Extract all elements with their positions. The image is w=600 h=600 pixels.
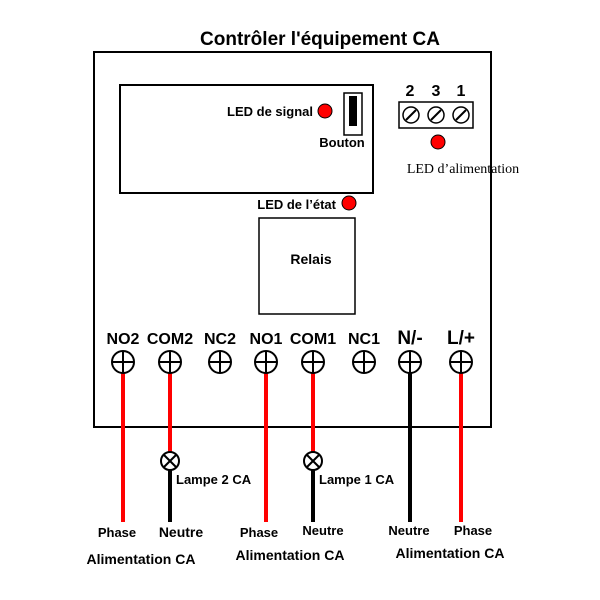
receiver-board — [119, 84, 374, 194]
diagram-title: Contrôler l'équipement CA — [200, 29, 440, 50]
supply-label-left: Alimentation CA — [87, 551, 196, 567]
button-switch-knob — [349, 96, 357, 126]
power-led — [430, 134, 446, 150]
power-terminal-screw — [402, 106, 420, 124]
terminal-screw-neutral — [398, 350, 422, 374]
terminal-screw-nc1 — [352, 350, 376, 374]
power-terminal-block — [398, 101, 474, 129]
wire-label-phase: Phase — [98, 525, 136, 540]
terminal-label-neutral: N/- — [397, 328, 422, 349]
signal-led — [317, 103, 333, 119]
terminal-screw-no1 — [254, 350, 278, 374]
status-led — [341, 195, 357, 211]
supply-label-right: Alimentation CA — [396, 545, 505, 561]
power-terminal-screw — [452, 106, 470, 124]
terminal-screw-live — [449, 350, 473, 374]
terminal-screw-no2 — [111, 350, 135, 374]
terminal-label-nc2: NC2 — [204, 331, 236, 348]
terminal-screw-com2 — [158, 350, 182, 374]
wire-label-neutral: Neutre — [388, 523, 429, 538]
terminal-label-no1: NO1 — [250, 331, 283, 348]
terminal-screw-com1 — [301, 350, 325, 374]
terminal-label-no2: NO2 — [107, 331, 140, 348]
supply-label-middle: Alimentation CA — [236, 547, 345, 563]
terminal-label-live: L/+ — [447, 328, 475, 349]
terminal-label-com2: COM2 — [147, 331, 193, 348]
wire-label-neutral: Neutre — [302, 523, 343, 538]
lamp1-icon — [303, 451, 323, 471]
wire-label-phase: Phase — [454, 523, 492, 538]
status-led-label: LED de l’état — [257, 197, 336, 212]
signal-led-label: LED de signal — [227, 104, 313, 119]
lamp2-label: Lampe 2 CA — [176, 472, 252, 487]
power-terminal-number: 2 — [406, 83, 415, 100]
terminal-screw-nc2 — [208, 350, 232, 374]
lamp2-icon — [160, 451, 180, 471]
controller-enclosure — [93, 51, 492, 428]
terminal-label-com1: COM1 — [290, 331, 336, 348]
relay-label: Relais — [290, 251, 331, 267]
power-terminal-screw — [427, 106, 445, 124]
wire-label-neutral: Neutre — [159, 524, 204, 540]
lamp1-label: Lampe 1 CA — [319, 472, 395, 487]
wire-label-phase: Phase — [240, 525, 278, 540]
power-led-label: LED d’alimentation — [407, 162, 519, 177]
terminal-label-nc1: NC1 — [348, 331, 380, 348]
relay-box — [258, 217, 356, 315]
power-terminal-number: 3 — [432, 83, 441, 100]
power-terminal-number: 1 — [457, 83, 466, 100]
button-label: Bouton — [319, 135, 365, 150]
